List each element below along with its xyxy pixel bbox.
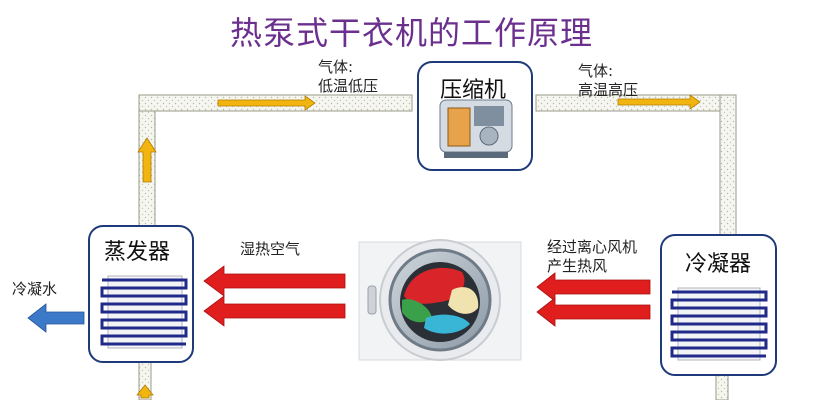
- evaporator-label: 蒸发器: [104, 240, 171, 265]
- gas-low-line2: 低温低压: [318, 77, 379, 95]
- condensate-arrow: [27, 303, 85, 333]
- flow-arrow-top-left: [217, 95, 316, 111]
- gas-high-line1: 气体:: [578, 62, 614, 80]
- pipe-right-bottom: [715, 371, 729, 400]
- compressor-box: [417, 61, 533, 171]
- condenser-label: 冷凝器: [685, 252, 752, 277]
- evaporator-coil: [100, 278, 188, 346]
- red-clothes: [404, 267, 465, 304]
- flow-arrow-top-right: [617, 94, 701, 110]
- fan-air-label: 经过离心风机 产生热风: [547, 238, 637, 276]
- humid-air-label: 湿热空气: [240, 240, 301, 258]
- air-arrow-left-lower: [203, 295, 346, 327]
- condenser-box: [660, 234, 777, 376]
- air-flow-arrows: [203, 265, 651, 327]
- air-arrow-right-upper: [536, 272, 651, 302]
- flow-arrow-bottom-left: [136, 384, 154, 399]
- pipe-right-vertical: [719, 94, 737, 236]
- air-arrow-right-lower: [536, 297, 651, 327]
- gas-high-line2: 高温高压: [578, 81, 639, 99]
- cream-clothes: [448, 287, 479, 314]
- green-clothes: [402, 299, 432, 323]
- fan-air-line2: 产生热风: [547, 257, 608, 275]
- gas-low-line1: 气体:: [318, 58, 354, 76]
- refrigerant-flow-arrows: [136, 94, 701, 399]
- diagram-title: 热泵式干衣机的工作原理: [229, 14, 593, 52]
- blue-clothes: [424, 314, 470, 334]
- compressor-label: 压缩机: [440, 78, 507, 103]
- drum-hinge: [367, 285, 377, 315]
- air-arrow-left-upper: [203, 265, 346, 297]
- flow-arrow-up-left: [137, 137, 157, 183]
- gas-high-state: 气体: 高温高压: [578, 62, 638, 100]
- fan-air-line1: 经过离心风机: [547, 238, 638, 256]
- condenser-coil: [670, 290, 768, 358]
- compressor-icon: [439, 99, 513, 158]
- evaporator-box: [88, 225, 194, 363]
- condensate-label: 冷凝水: [12, 280, 58, 298]
- dryer-drum-image: [358, 239, 522, 361]
- gas-low-state: 气体: 低温低压: [318, 58, 378, 96]
